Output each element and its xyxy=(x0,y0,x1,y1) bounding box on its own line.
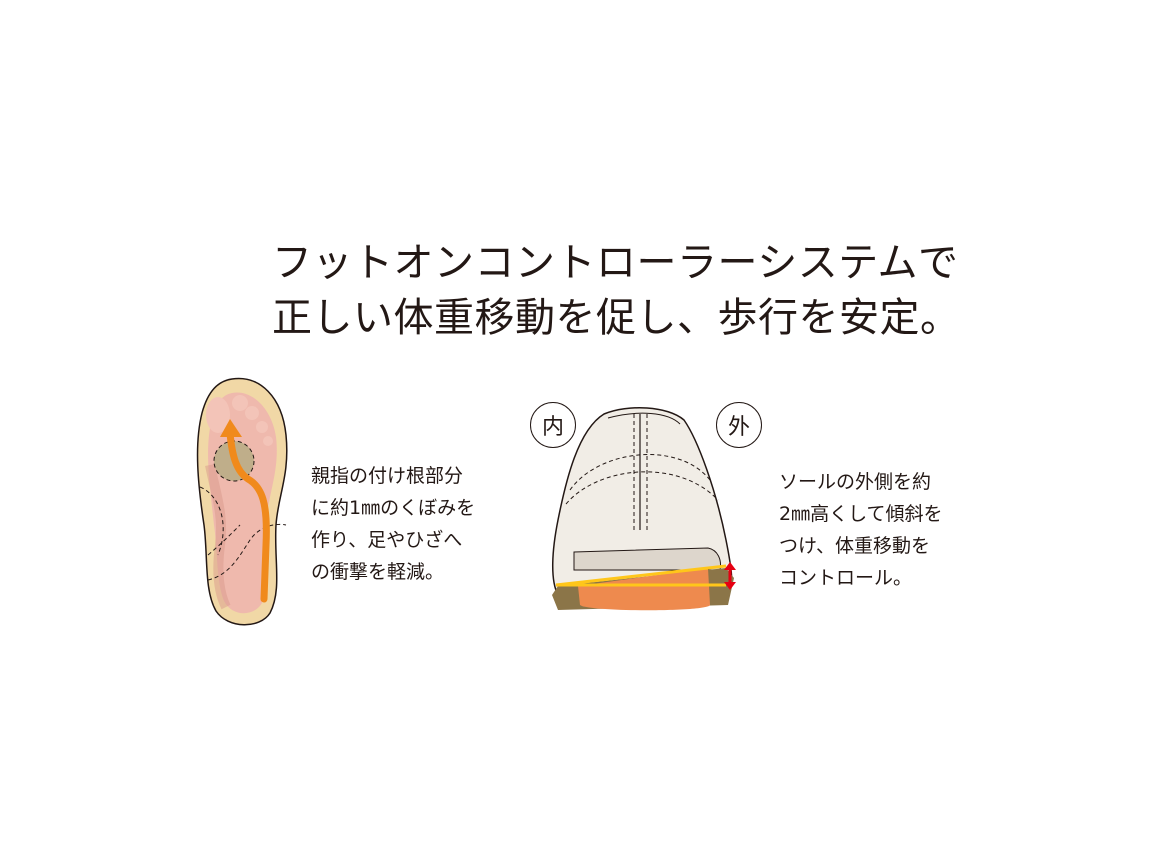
headline-line-1: フットオンコントローラーシステムで xyxy=(272,240,959,286)
caption-line: 2㎜高くして傾斜を xyxy=(779,503,943,525)
inner-label: 内 xyxy=(541,415,564,440)
insole-caption: 親指の付け根部分 に約1㎜のくぼみを 作り、足やひざへ の衝撃を軽減。 xyxy=(311,460,475,588)
outer-side-badge: 外 xyxy=(716,402,762,448)
headline: フットオンコントローラーシステムで 正しい体重移動を促し、歩行を安定。 xyxy=(272,236,972,346)
caption-line: の衝撃を軽減。 xyxy=(311,561,445,583)
caption-line: 親指の付け根部分 xyxy=(311,465,464,487)
caption-line: コントロール。 xyxy=(779,567,913,589)
headline-line-2: 正しい体重移動を促し、歩行を安定。 xyxy=(272,295,961,341)
foot-sole-illustration xyxy=(196,377,288,626)
shoe-heel-illustration xyxy=(551,407,736,611)
caption-line: 作り、足やひざへ xyxy=(311,529,463,551)
caption-line: つけ、体重移動を xyxy=(779,535,931,557)
caption-line: に約1㎜のくぼみを xyxy=(311,497,476,519)
inner-side-badge: 内 xyxy=(530,402,576,448)
caption-line: ソールの外側を約 xyxy=(779,471,932,493)
sole-caption: ソールの外側を約 2㎜高くして傾斜を つけ、体重移動を コントロール。 xyxy=(779,466,943,594)
outer-label: 外 xyxy=(727,415,750,440)
